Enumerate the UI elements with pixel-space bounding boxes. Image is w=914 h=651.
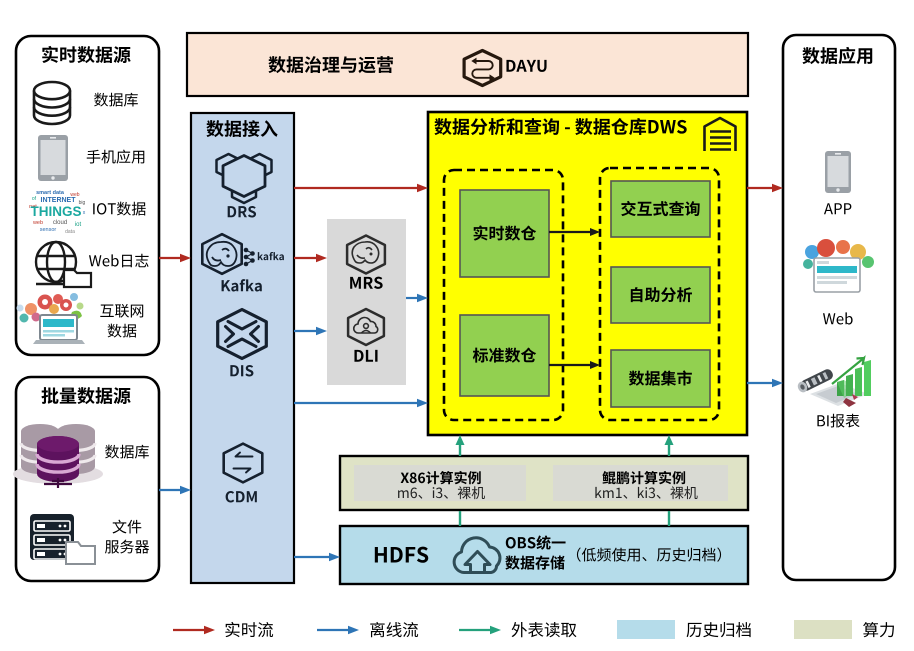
svg-text:web: web <box>70 192 79 198</box>
svg-text:web: web <box>32 220 43 226</box>
svg-text:x: x <box>83 210 86 216</box>
svg-text:sensor: sensor <box>40 227 57 233</box>
svg-text:iot: iot <box>75 222 82 228</box>
svg-text:smart data: smart data <box>36 190 65 196</box>
svg-text:big: big <box>79 200 86 206</box>
svg-text:data: data <box>65 229 75 235</box>
svg-text:of: of <box>32 196 37 202</box>
svg-text:net: net <box>29 204 37 210</box>
svg-text:INTERNET: INTERNET <box>41 197 77 204</box>
svg-text:cloud: cloud <box>53 220 67 226</box>
svg-text:THINGS: THINGS <box>30 204 81 219</box>
